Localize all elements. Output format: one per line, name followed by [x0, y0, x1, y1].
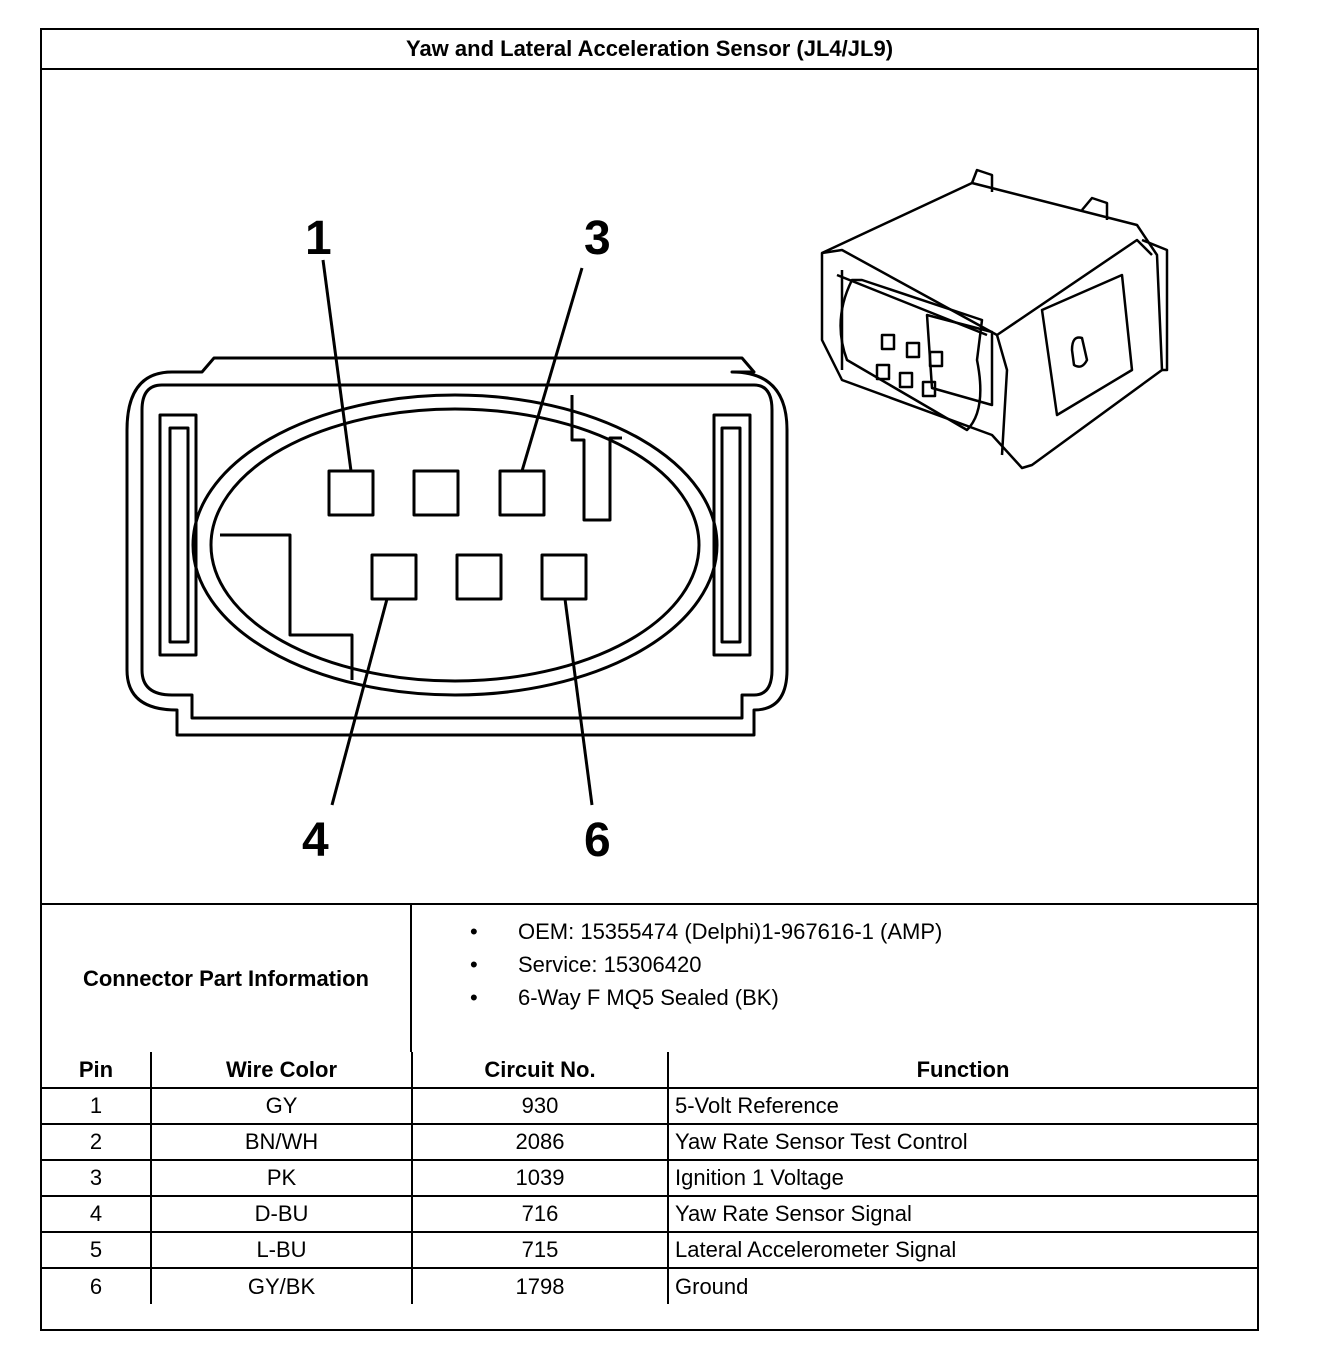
function-cell: Ground — [667, 1267, 1257, 1304]
wire-color-cell: GY — [150, 1087, 413, 1125]
table-row: 6 GY/BK 1798 Ground — [42, 1267, 1257, 1304]
cavity-5 — [455, 553, 503, 601]
connector-info-list: •OEM: 15355474 (Delphi)1-967616-1 (AMP) … — [442, 915, 942, 1014]
function-cell: Ignition 1 Voltage — [667, 1159, 1257, 1197]
function-cell: Yaw Rate Sensor Signal — [667, 1195, 1257, 1233]
keying-right — [570, 395, 622, 522]
wire-color-cell: PK — [150, 1159, 413, 1197]
wire-color-cell: GY/BK — [150, 1267, 413, 1304]
pin-cell: 5 — [42, 1231, 152, 1269]
table-row: 1 GY 930 5-Volt Reference — [42, 1087, 1257, 1125]
header-function: Function — [667, 1052, 1257, 1089]
table-row: 3 PK 1039 Ignition 1 Voltage — [42, 1159, 1257, 1197]
connector-info-item: •Service: 15306420 — [442, 948, 942, 981]
connector-diagram: 1 3 4 6 — [42, 70, 1257, 903]
connector-info-label: Connector Part Information — [42, 905, 412, 1052]
pinout-table: Pin Wire Color Circuit No. Function 1 GY… — [42, 1052, 1257, 1304]
cavity-4 — [370, 553, 418, 601]
wire-color-cell: BN/WH — [150, 1123, 413, 1161]
housing-outline — [125, 356, 789, 737]
keying-left — [220, 533, 354, 680]
pin-cell: 2 — [42, 1123, 152, 1161]
leader-pin6 — [563, 598, 594, 806]
function-cell: Yaw Rate Sensor Test Control — [667, 1123, 1257, 1161]
wire-color-cell: D-BU — [150, 1195, 413, 1233]
leader-pin1 — [321, 259, 353, 472]
connector-part-information: Connector Part Information •OEM: 1535547… — [42, 903, 1257, 1052]
left-latch — [158, 413, 198, 657]
left-latch-inner — [168, 426, 190, 644]
circuit-cell: 2086 — [411, 1123, 669, 1161]
leader-pin3 — [520, 267, 584, 472]
table-header-row: Pin Wire Color Circuit No. Function — [42, 1052, 1257, 1089]
cavity-3 — [498, 469, 546, 517]
pin-1-callout: 1 — [305, 212, 332, 265]
sheet-title: Yaw and Lateral Acceleration Sensor (JL4… — [42, 30, 1257, 70]
cavity-1 — [327, 469, 375, 517]
pin-cell: 3 — [42, 1159, 152, 1197]
pin-cell: 4 — [42, 1195, 152, 1233]
connector-face-drawing — [125, 168, 1169, 806]
function-cell: Lateral Accelerometer Signal — [667, 1231, 1257, 1269]
right-latch — [712, 413, 752, 657]
header-wire-color: Wire Color — [150, 1052, 413, 1089]
table-row: 4 D-BU 716 Yaw Rate Sensor Signal — [42, 1195, 1257, 1233]
connector-sheet: Yaw and Lateral Acceleration Sensor (JL4… — [40, 28, 1259, 1331]
bullet-icon: • — [470, 952, 478, 977]
circuit-cell: 716 — [411, 1195, 669, 1233]
housing-inner — [140, 383, 774, 720]
seal-ring-inner — [209, 407, 701, 683]
pin-cell: 1 — [42, 1087, 152, 1125]
header-circuit-no: Circuit No. — [411, 1052, 669, 1089]
circuit-cell: 1039 — [411, 1159, 669, 1197]
wire-color-cell: L-BU — [150, 1231, 413, 1269]
cavity-2 — [412, 469, 460, 517]
right-latch-inner — [720, 426, 742, 644]
connector-info-item: •OEM: 15355474 (Delphi)1-967616-1 (AMP) — [442, 915, 942, 948]
circuit-cell: 930 — [411, 1087, 669, 1125]
bullet-icon: • — [470, 919, 478, 944]
bullet-icon: • — [470, 985, 478, 1010]
circuit-cell: 1798 — [411, 1267, 669, 1304]
cavity-6 — [540, 553, 588, 601]
pin-6-callout: 6 — [584, 814, 611, 867]
pin-3-callout: 3 — [584, 212, 611, 265]
connector-info-item: •6-Way F MQ5 Sealed (BK) — [442, 981, 942, 1014]
header-pin: Pin — [42, 1052, 152, 1089]
seal-ring — [191, 393, 719, 697]
table-row: 5 L-BU 715 Lateral Accelerometer Signal — [42, 1231, 1257, 1269]
table-row: 2 BN/WH 2086 Yaw Rate Sensor Test Contro… — [42, 1123, 1257, 1161]
function-cell: 5-Volt Reference — [667, 1087, 1257, 1125]
connector-3d-view — [820, 168, 1169, 470]
circuit-cell: 715 — [411, 1231, 669, 1269]
leader-pin4 — [330, 598, 389, 806]
pin-cell: 6 — [42, 1267, 152, 1304]
pin-4-callout: 4 — [302, 814, 329, 867]
